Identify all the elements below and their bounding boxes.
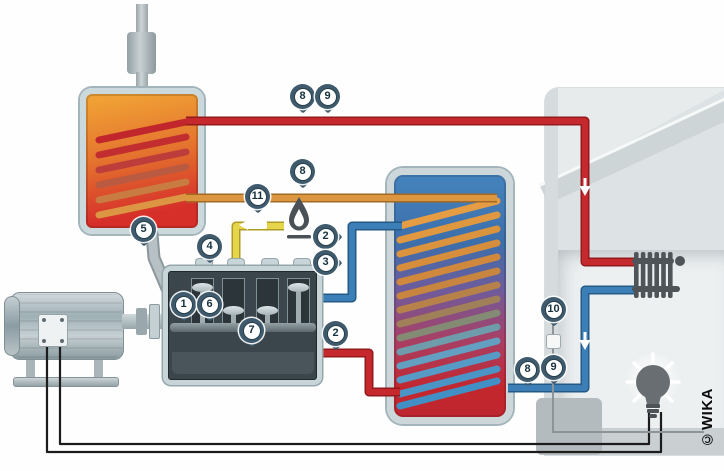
piston bbox=[223, 306, 244, 315]
marker-pin-6: 6 bbox=[197, 292, 222, 322]
marker-pin-7: 7 bbox=[239, 318, 264, 348]
coolant-pipe-engine-to-tank bbox=[318, 221, 402, 303]
terminal-screw bbox=[42, 339, 46, 343]
generator-terminal-box bbox=[38, 314, 68, 347]
marker-pin-2b: 2 bbox=[323, 321, 348, 351]
chimney-muffler bbox=[127, 32, 156, 74]
piston bbox=[257, 306, 278, 315]
marker-pin-1: 1 bbox=[171, 292, 196, 322]
marker-pin-8c: 8 bbox=[515, 357, 540, 387]
generator-leg bbox=[26, 356, 35, 380]
radiator-icon bbox=[632, 252, 685, 298]
hot-pipe-engine-to-tank bbox=[318, 348, 400, 397]
oil-pan bbox=[172, 352, 314, 374]
marker-pin-2a: 2 bbox=[313, 224, 343, 249]
engine-tab bbox=[228, 259, 244, 268]
terminal-screw bbox=[60, 318, 64, 322]
power-wires bbox=[45, 347, 663, 454]
marker-pin-5: 5 bbox=[131, 217, 156, 247]
marker-pin-9a: 9 bbox=[315, 84, 340, 114]
marker-pin-4: 4 bbox=[197, 234, 222, 264]
gas-supply-pipe bbox=[231, 221, 284, 268]
marker-pin-3: 3 bbox=[313, 250, 343, 275]
gas-flow-arrow bbox=[239, 220, 248, 230]
flow-arrow-down-red bbox=[579, 178, 591, 196]
light-bulb-icon bbox=[625, 352, 681, 418]
wika-watermark: ©WIKA bbox=[699, 388, 716, 448]
marker-pin-9b: 9 bbox=[541, 355, 566, 385]
room-temperature-sensor bbox=[546, 334, 561, 349]
marker-pin-10: 10 bbox=[541, 297, 566, 327]
piston bbox=[288, 283, 309, 292]
house-foundation bbox=[536, 398, 602, 455]
flow-arrow-down-blue bbox=[579, 332, 591, 350]
shaft-coupling bbox=[136, 308, 147, 335]
marker-pin-8b: 8 bbox=[290, 159, 315, 189]
generator-leg bbox=[94, 356, 103, 380]
engine-tab bbox=[196, 259, 212, 268]
piston bbox=[192, 283, 213, 292]
connecting-rod bbox=[265, 314, 270, 328]
connecting-rod bbox=[231, 314, 236, 328]
engine-tab bbox=[262, 259, 278, 268]
connecting-rod bbox=[296, 292, 301, 328]
gas-valve bbox=[247, 221, 267, 229]
hx-coil bbox=[95, 118, 190, 219]
marker-pin-8a: 8 bbox=[290, 84, 315, 114]
generator-end-cap bbox=[4, 296, 20, 356]
storage-coil bbox=[396, 197, 501, 410]
terminal-screw bbox=[42, 318, 46, 322]
flywheel-housing bbox=[149, 304, 160, 339]
marker-pin-11: 11 bbox=[245, 184, 270, 214]
chimney-upper-pipe bbox=[136, 4, 148, 34]
engine-tab bbox=[294, 259, 310, 268]
terminal-screw bbox=[60, 339, 64, 343]
gas-flame-icon bbox=[287, 197, 311, 239]
generator-base bbox=[13, 377, 119, 387]
